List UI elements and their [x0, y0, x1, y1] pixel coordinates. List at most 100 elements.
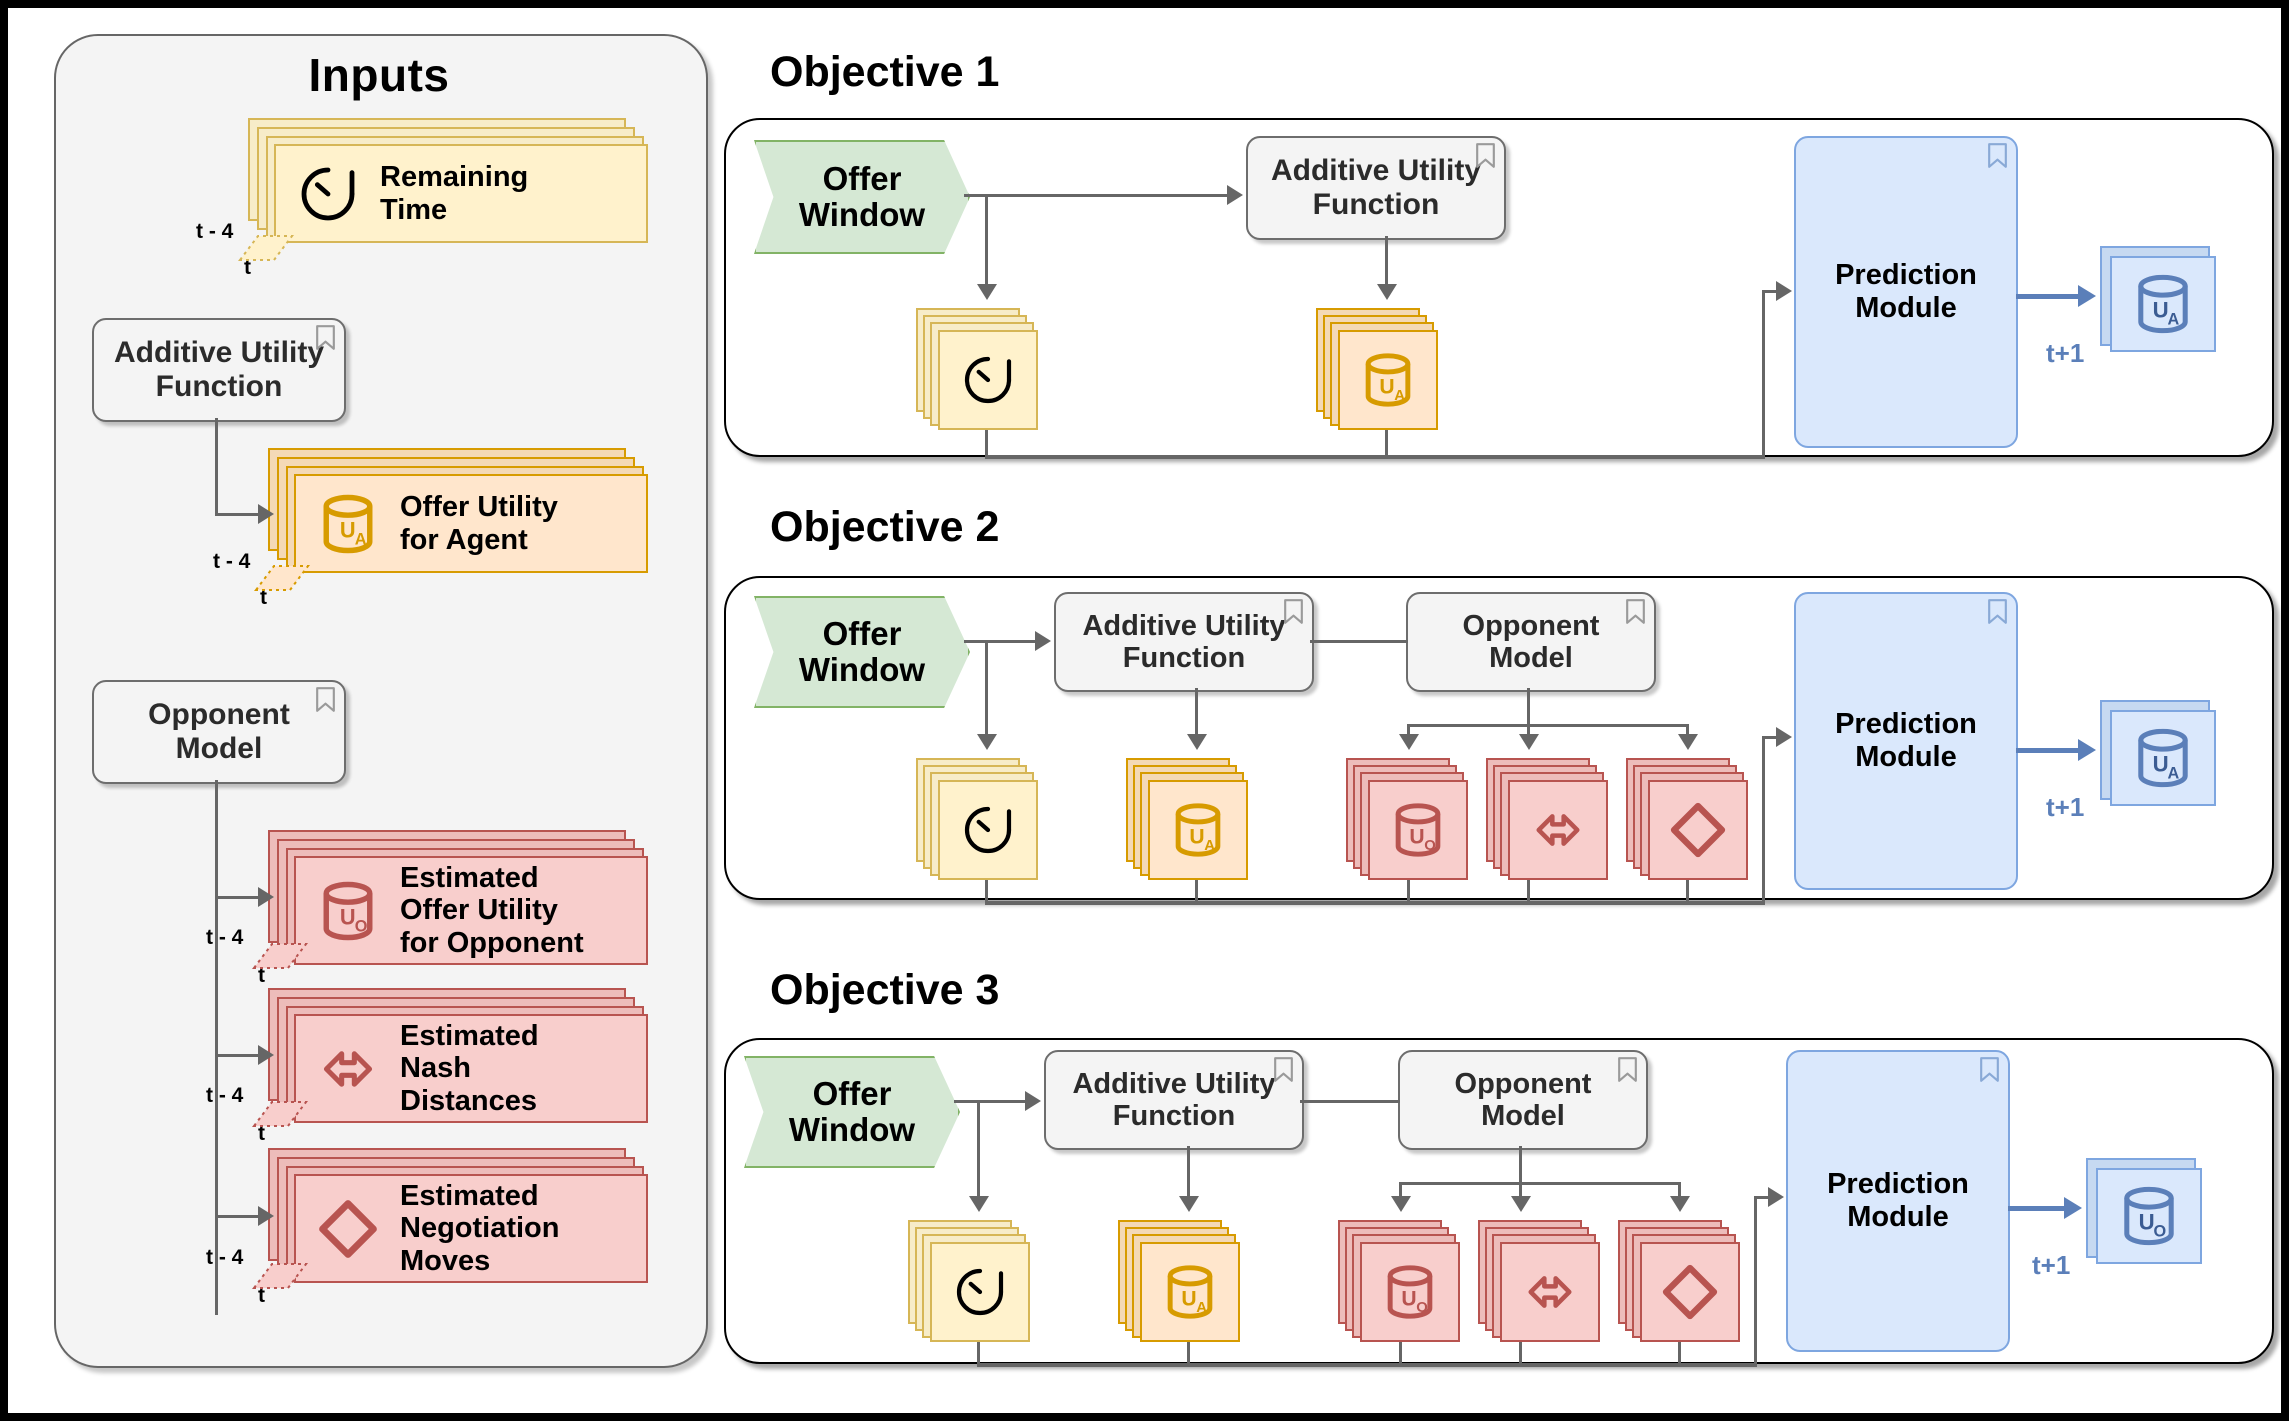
- inputs-module-opponent-model[interactable]: Opponent Model: [92, 680, 346, 784]
- connector: [1407, 724, 1689, 727]
- arrow-head: [258, 1045, 274, 1065]
- svg-text:U: U: [2153, 751, 2169, 776]
- input-item-estimated-negotiation-moves[interactable]: Estimated Negotiation Moves: [268, 1148, 648, 1283]
- clock-icon: [276, 162, 380, 226]
- stack-depth-indicator: [254, 565, 310, 591]
- connector: [215, 780, 218, 1315]
- bookmark-icon: [316, 687, 335, 712]
- objective-3-cube-estimated-negotiation-moves[interactable]: [1618, 1220, 1740, 1342]
- svg-text:U: U: [1409, 826, 1424, 849]
- arrow-head: [1670, 1196, 1690, 1212]
- connector: [1187, 1342, 1190, 1366]
- connector: [1519, 1182, 1522, 1196]
- connector: [1195, 880, 1198, 904]
- diamond-icon: [1648, 780, 1748, 880]
- objective-3-cube-estimated-nash-distances[interactable]: [1478, 1220, 1600, 1342]
- connector: [2016, 294, 2082, 299]
- svg-text:A: A: [1204, 838, 1215, 854]
- clock-icon: [938, 780, 1038, 880]
- objective-2-cube-remaining-time[interactable]: [916, 758, 1038, 880]
- objective-3-module-additive-utility-function[interactable]: Additive Utility Function: [1044, 1050, 1304, 1150]
- objective-2-module-additive-utility-function[interactable]: Additive Utility Function: [1054, 592, 1314, 692]
- svg-text:U: U: [340, 904, 356, 929]
- connector: [1527, 880, 1530, 904]
- objective-2-title: Objective 2: [770, 503, 1000, 551]
- svg-text:O: O: [1416, 1300, 1428, 1316]
- arrow-head: [1519, 734, 1539, 750]
- tick-start-label: t - 4: [206, 1084, 244, 1107]
- clock-icon: [938, 330, 1038, 430]
- connector: [1762, 736, 1780, 739]
- tick-end-label: t: [260, 586, 267, 609]
- objective-1-cube-remaining-time[interactable]: [916, 308, 1038, 430]
- connector: [985, 640, 988, 736]
- connector: [1519, 1146, 1522, 1184]
- arrow-head: [1511, 1196, 1531, 1212]
- objective-2-prediction-module[interactable]: Prediction Module: [1794, 592, 2018, 890]
- diamond-icon: [296, 1196, 400, 1262]
- connector: [1399, 1182, 1402, 1196]
- connector: [1762, 290, 1765, 459]
- input-item-estimated-nash-distances[interactable]: Estimated Nash Distances: [268, 988, 648, 1123]
- connector: [985, 430, 988, 458]
- objective-1-prediction-module[interactable]: Prediction Module: [1794, 136, 2018, 448]
- arrow-head: [1776, 727, 1792, 747]
- connector: [1678, 1182, 1681, 1196]
- input-item-remaining-time[interactable]: Remaining Time: [248, 118, 648, 243]
- bookmark-icon: [1980, 1057, 1999, 1082]
- objective-3-output-time-label: t+1: [2032, 1250, 2071, 1280]
- connector: [1385, 236, 1388, 286]
- objective-3-offer-window[interactable]: Offer Window: [744, 1056, 960, 1168]
- objective-2-cube-estimated-negotiation-moves[interactable]: [1626, 758, 1748, 880]
- double-arrow-icon: [1508, 780, 1608, 880]
- input-item-label: Offer Utility for Agent: [400, 491, 558, 556]
- arrow-head: [258, 887, 274, 907]
- bookmark-icon: [1274, 1057, 1293, 1082]
- svg-text:O: O: [355, 917, 368, 935]
- objective-2-cube-estimated-nash-distances[interactable]: [1486, 758, 1608, 880]
- tick-end-label: t: [258, 964, 265, 987]
- objective-3-cube-remaining-time[interactable]: [908, 1220, 1030, 1342]
- objective-1-output-time-label: t+1: [2046, 338, 2085, 368]
- objective-2-offer-window[interactable]: Offer Window: [754, 596, 970, 708]
- objective-3-prediction-module[interactable]: Prediction Module: [1786, 1050, 2010, 1352]
- svg-text:A: A: [355, 530, 367, 548]
- module-label: Opponent Model: [1462, 609, 1600, 674]
- svg-text:A: A: [2167, 311, 2179, 329]
- arrow-head: [1187, 734, 1207, 750]
- tick-end-label: t: [258, 1122, 265, 1145]
- objective-1-module-additive-utility-function[interactable]: Additive Utility Function: [1246, 136, 1506, 240]
- svg-text:U: U: [1189, 826, 1204, 849]
- connector: [1519, 1342, 1522, 1366]
- connector: [1527, 688, 1530, 726]
- arrow-head: [1776, 281, 1792, 301]
- objective-2-module-opponent-model[interactable]: Opponent Model: [1406, 592, 1656, 692]
- stack-depth-indicator: [252, 1101, 308, 1127]
- connector: [215, 513, 262, 516]
- module-label: Opponent Model: [1454, 1067, 1592, 1132]
- connector: [1407, 880, 1410, 904]
- inputs-module-additive-utility-function[interactable]: Additive Utility Function: [92, 318, 346, 422]
- connector: [1754, 1196, 1772, 1199]
- objective-1-offer-window[interactable]: Offer Window: [754, 140, 970, 254]
- connector: [215, 896, 262, 899]
- objective-3-module-opponent-model[interactable]: Opponent Model: [1398, 1050, 1648, 1150]
- svg-text:A: A: [1196, 1300, 1207, 1316]
- svg-text:A: A: [2167, 765, 2179, 783]
